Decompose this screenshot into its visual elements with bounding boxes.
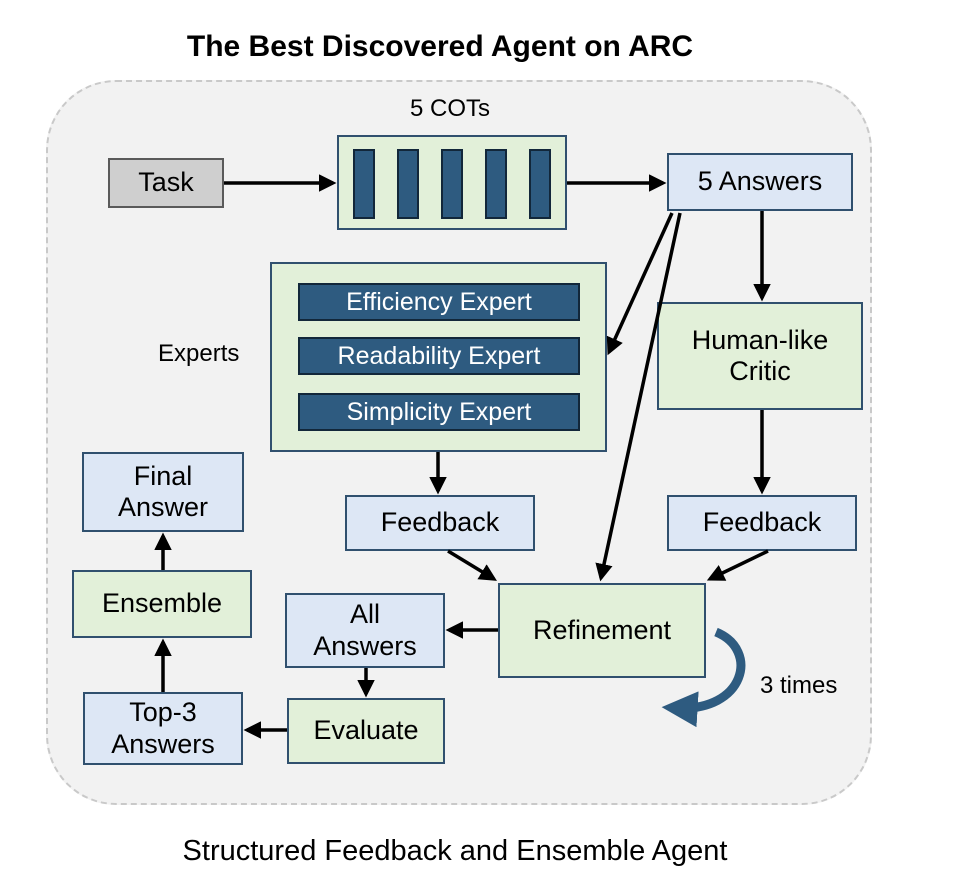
cots-label: 5 COTs [410,95,491,122]
diagram-caption: Structured Feedback and Ensemble Agent [182,835,728,867]
arrow-feedback-left-to-refinement [447,549,497,581]
cot-bar [441,149,463,219]
efficiency-expert: Efficiency Expert [298,283,580,321]
cot-container [337,135,567,230]
critic-node: Human-like Critic [657,302,863,410]
task-node: Task [108,158,224,208]
feedback-critic-node: Feedback [667,495,857,551]
arrow-feedback-right-to-refinement [706,549,769,581]
loop-arrow-icon [661,627,746,728]
evaluate-node: Evaluate [287,698,445,764]
refinement-node: Refinement [498,583,706,678]
cot-bar [397,149,419,219]
arrow-answers-to-experts [606,212,674,356]
readability-expert: Readability Expert [298,337,580,375]
ensemble-node: Ensemble [72,570,252,638]
cot-bar [485,149,507,219]
diagram-title: The Best Discovered Agent on ARC [186,30,694,63]
top3-answers-node: Top-3 Answers [83,692,243,765]
experts-label: Experts [158,340,240,367]
cot-bar [353,149,375,219]
cot-bar [529,149,551,219]
feedback-experts-node: Feedback [345,495,535,551]
times-label: 3 times [760,672,838,699]
arrow-answers-to-refinement [595,212,682,582]
final-answer-node: Final Answer [82,452,244,532]
five-answers-node: 5 Answers [667,153,853,211]
simplicity-expert: Simplicity Expert [298,393,580,431]
all-answers-node: All Answers [285,593,445,668]
